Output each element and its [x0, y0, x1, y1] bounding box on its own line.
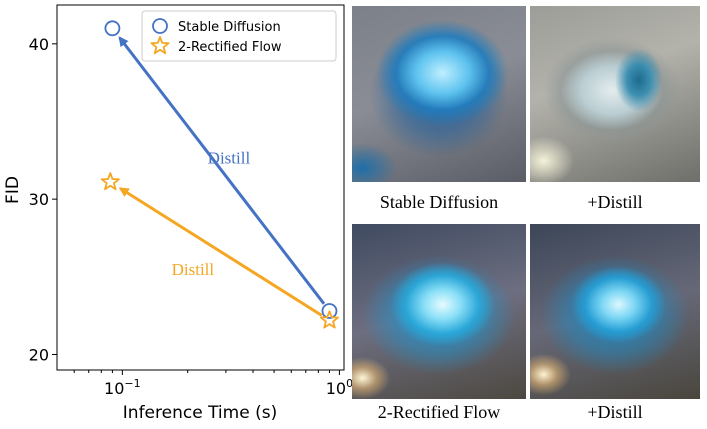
x-axis-title: Inference Time (s) — [123, 403, 277, 423]
sd-distill-arrow — [118, 36, 326, 305]
legend-marker — [150, 36, 170, 55]
legend-label: Stable Diffusion — [178, 20, 281, 35]
y-tick-label: 20 — [29, 345, 49, 364]
x-tick-label: 100 — [326, 377, 353, 398]
y-tick-label: 40 — [29, 35, 49, 54]
sd-distill-image — [530, 6, 700, 182]
legend-label: 2-Rectified Flow — [178, 40, 282, 55]
sd-base-image — [352, 6, 526, 182]
rf-teacher-point — [319, 310, 339, 329]
caption-sd-distill: +Distill — [587, 192, 643, 212]
y-tick-label: 30 — [29, 190, 49, 209]
sd-teacher-point — [321, 303, 338, 319]
rf-distill-image — [530, 224, 700, 399]
caption-2-rectified-flow: 2-Rectified Flow — [377, 402, 501, 422]
rf-distill-label: Distill — [172, 260, 215, 279]
sd-distill-label: Distill — [208, 149, 251, 168]
sd-distilled-point — [104, 20, 121, 37]
plot-frame — [56, 4, 345, 371]
rf-distill-arrow — [118, 187, 323, 317]
x-tick-label: 10−1 — [104, 377, 141, 398]
axes: 20 30 40 10−1 100 — [29, 35, 353, 398]
legend-marker — [152, 18, 168, 34]
rf-distilled-point — [100, 172, 120, 191]
legend-box — [141, 10, 337, 62]
caption-stable-diffusion: Stable Diffusion — [379, 192, 499, 212]
rf-base-image — [352, 224, 526, 399]
caption-rf-distill: +Distill — [587, 402, 643, 422]
legend: Stable Diffusion 2-Rectified Flow — [141, 10, 337, 62]
y-axis-title: FID — [3, 176, 23, 204]
